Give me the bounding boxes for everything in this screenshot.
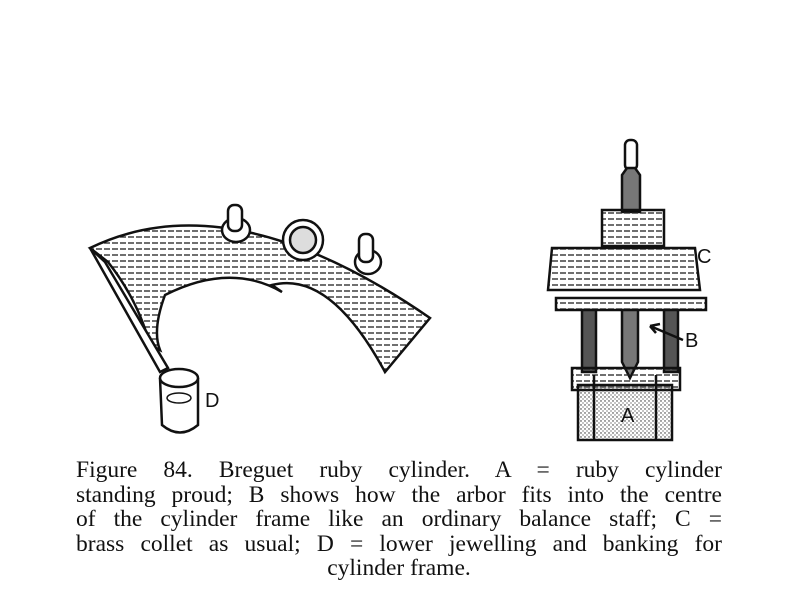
figure-caption: Figure 84. Breguet ruby cylinder. A = ru… [76,458,722,581]
banking-arm [88,247,170,374]
caption-line: cylinder frame. [327,555,471,581]
brass-collet-c [546,246,702,292]
label-c: C [697,246,712,268]
cylinder-frame-plate [87,224,432,375]
label-a: A [621,405,635,427]
jewel-d [158,367,200,434]
caption-line: Figure 84. Breguet ruby cylinder. A = ru… [76,457,722,483]
caption-line: brass collet as usual; D = lower jewelli… [76,530,722,557]
figure-84-illustration: A B C D [87,138,712,442]
caption-line: of the cylinder frame like an ordinary b… [76,506,722,532]
label-b: B [685,330,699,352]
pointer-arrow-b [649,322,684,342]
balance-staff [546,138,708,442]
label-d: D [205,390,220,412]
caption-line: standing proud; B shows how the arbor fi… [76,481,722,508]
breguet-cylinder-drawing [87,138,708,442]
plate-pins [220,203,383,276]
